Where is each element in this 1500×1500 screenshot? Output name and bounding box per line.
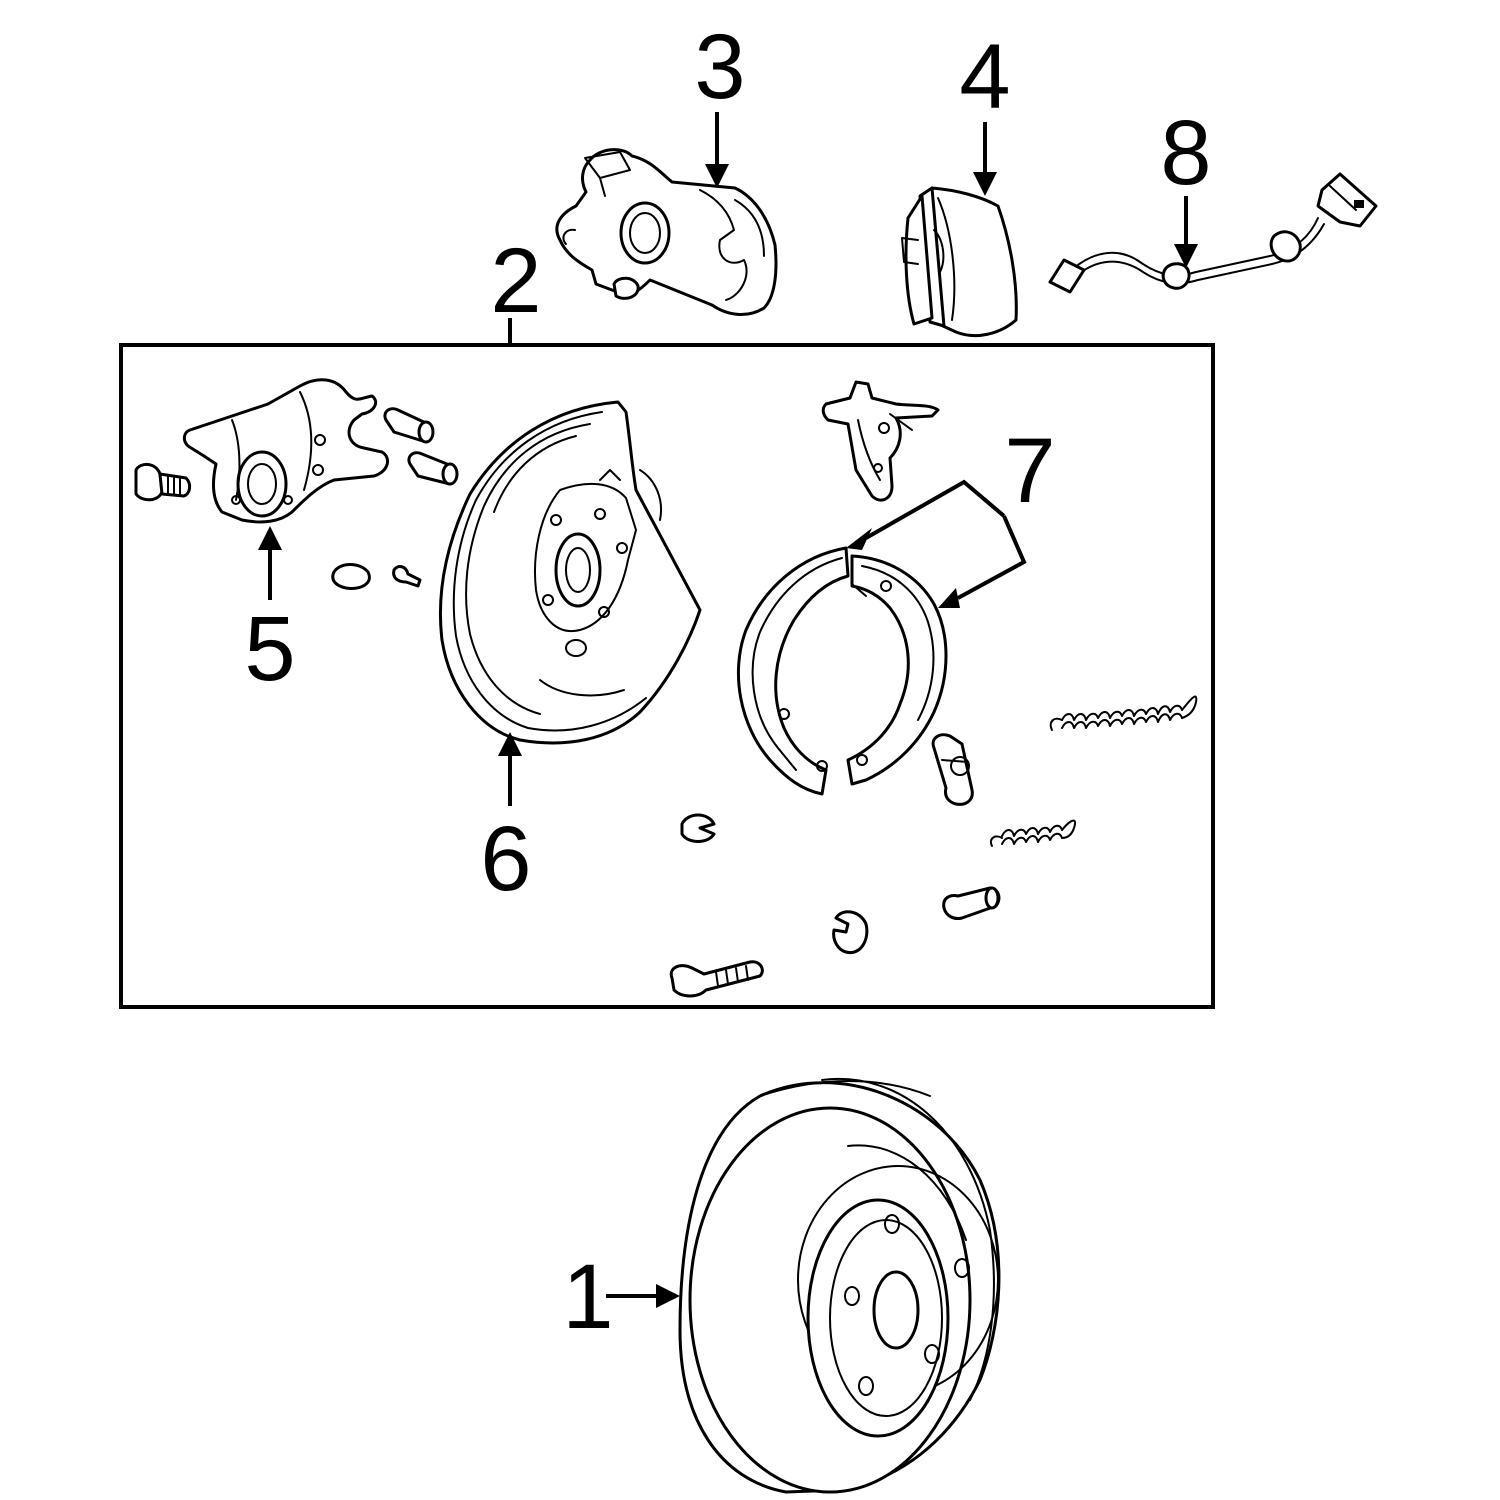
hold-down-pin: [669, 960, 764, 998]
callout-4-label: 4: [959, 26, 1010, 128]
callout-3-label: 3: [694, 16, 745, 118]
short-spring: [990, 819, 1076, 847]
callout-8-label: 8: [1160, 102, 1211, 204]
long-spring: [1049, 695, 1198, 731]
callout-4-arrowhead: [973, 172, 997, 196]
callout-7-bracket: [865, 479, 1027, 600]
callout-3-arrowhead: [705, 164, 729, 188]
sensor-wire: [1048, 172, 1378, 294]
park-brake-lever: [821, 380, 940, 502]
kit-box: [119, 343, 1215, 1009]
callout-6-arrowhead: [498, 732, 522, 756]
callout-1-label: 1: [562, 1246, 613, 1348]
caliper-adapter: [182, 378, 390, 524]
callout-1-arrowhead: [656, 1284, 680, 1308]
slide-pins: [383, 407, 459, 486]
backing-plate: [438, 400, 702, 745]
caliper: [555, 148, 778, 316]
adjuster: [931, 733, 974, 806]
washer-clip: [832, 910, 869, 955]
small-rivet: [392, 565, 422, 588]
callout-6-label: 6: [480, 808, 531, 910]
callout-5-label: 5: [244, 598, 295, 700]
callout-7-arrowhead-bottom: [938, 588, 960, 608]
callout-8-arrowhead: [1174, 244, 1198, 268]
small-clip: [331, 563, 371, 590]
callout-2-label: 2: [490, 230, 541, 332]
retainer-clip: [680, 813, 716, 843]
callout-5-arrowhead: [258, 526, 282, 550]
callout-7-label: 7: [1004, 420, 1055, 522]
brake-pads: [901, 186, 1018, 338]
callout-7-arrowhead-top: [846, 528, 872, 550]
brake-shoes: [736, 546, 948, 796]
pin-end: [984, 886, 1000, 910]
mounting-bolt: [134, 463, 192, 502]
brake-rotor: [678, 1077, 1001, 1494]
